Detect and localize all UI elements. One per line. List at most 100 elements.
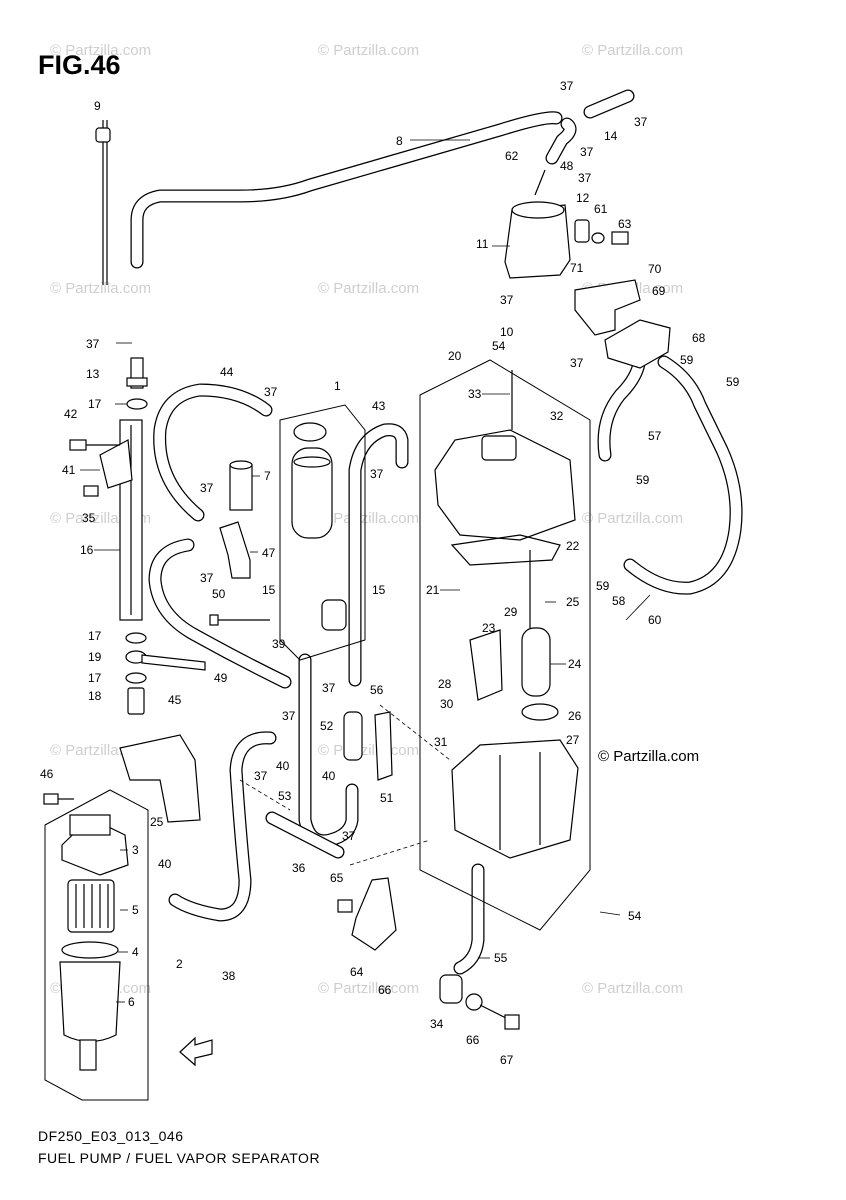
callout-24: 24 <box>568 657 582 671</box>
pump-24 <box>521 550 551 697</box>
hose-57 <box>597 348 647 462</box>
callout-37: 37 <box>560 79 574 93</box>
callout-32: 32 <box>550 409 564 423</box>
watermark: © Partzilla.com <box>582 980 684 997</box>
callout-37: 37 <box>578 171 592 185</box>
float-chamber-body <box>451 739 579 859</box>
watermark: © Partzilla.com <box>318 742 420 759</box>
bracket-16 <box>99 419 143 621</box>
callout-10: 10 <box>500 325 514 339</box>
cable-tie-9 <box>95 120 111 285</box>
callout-63: 63 <box>618 217 632 231</box>
callout-37: 37 <box>500 293 514 307</box>
callout-9: 9 <box>94 99 101 113</box>
callout-68: 68 <box>692 331 706 345</box>
callout-62: 62 <box>505 149 519 163</box>
callout-59: 59 <box>636 473 650 487</box>
callout-8: 8 <box>396 134 403 148</box>
callout-44: 44 <box>220 365 234 379</box>
callout-11: 11 <box>476 237 489 251</box>
hose-43 <box>348 423 409 687</box>
callout-37: 37 <box>370 467 384 481</box>
callout-15: 15 <box>372 583 386 597</box>
hose-49 <box>148 538 292 689</box>
watermark: © Partzilla.com <box>318 280 420 297</box>
callout-37: 37 <box>580 145 594 159</box>
diagram-caption: FUEL PUMP / FUEL VAPOR SEPARATOR <box>38 1150 321 1166</box>
callout-37: 37 <box>264 385 278 399</box>
diagram-code: DF250_E03_013_046 <box>38 1128 184 1144</box>
hose-55 <box>453 863 485 975</box>
callout-53: 53 <box>278 789 292 803</box>
hose-53 <box>298 653 359 848</box>
callout-38: 38 <box>222 969 236 983</box>
callout-56: 56 <box>370 683 384 697</box>
callout-51: 51 <box>380 791 394 805</box>
callout-46: 46 <box>40 767 54 781</box>
callout-29: 29 <box>504 605 518 619</box>
watermark: © Partzilla.com <box>582 42 684 59</box>
hose-8 <box>130 111 563 269</box>
callout-69: 69 <box>652 284 666 298</box>
callout-70: 70 <box>648 262 662 276</box>
callout-55: 55 <box>494 951 508 965</box>
filter-23 <box>469 629 503 701</box>
callout-25: 25 <box>566 595 580 609</box>
bolt-46 <box>43 793 74 805</box>
callout-labels: 9 8 37 37 37 14 48 62 37 12 61 63 11 71 … <box>40 79 740 1067</box>
bracket-69 <box>574 279 641 336</box>
callout-42: 42 <box>64 407 78 421</box>
callout-3: 3 <box>132 843 139 857</box>
callout-37: 37 <box>282 709 296 723</box>
callout-25: 25 <box>150 815 164 829</box>
callout-17: 17 <box>88 629 102 643</box>
valve-68 <box>604 319 671 369</box>
callout-67: 67 <box>500 1053 514 1067</box>
bracket-64 <box>351 877 397 951</box>
callout-37: 37 <box>254 769 268 783</box>
hose-60 <box>623 355 743 595</box>
callout-59: 59 <box>726 375 740 389</box>
callout-7: 7 <box>264 469 271 483</box>
bolt-39 <box>209 614 270 626</box>
grommet-34 <box>439 974 463 1004</box>
callout-59: 59 <box>680 353 694 367</box>
filter-head-3 <box>61 814 129 876</box>
callout-15: 15 <box>262 583 276 597</box>
callout-40: 40 <box>276 759 290 773</box>
callout-39: 39 <box>272 637 286 651</box>
elbow-47-50 <box>219 521 251 579</box>
callout-13: 13 <box>86 367 100 381</box>
figure-title: FIG.46 <box>38 50 121 80</box>
callout-52: 52 <box>320 719 334 733</box>
callout-35: 35 <box>82 511 96 525</box>
callout-54: 54 <box>628 909 642 923</box>
bolt-41-42 <box>69 439 120 497</box>
watermark: © Partzilla.com <box>50 280 152 297</box>
callout-16: 16 <box>80 543 94 557</box>
callout-18: 18 <box>88 689 102 703</box>
callout-1: 1 <box>334 379 341 393</box>
callout-6: 6 <box>128 995 135 1009</box>
hose-48 <box>545 117 577 165</box>
hose-38 <box>168 731 277 922</box>
callout-49: 49 <box>214 671 228 685</box>
callout-48: 48 <box>560 159 574 173</box>
watermark: © Partzilla.com <box>50 42 152 59</box>
watermark: © Partzilla.com <box>582 510 684 527</box>
callout-26: 26 <box>568 709 582 723</box>
copyright-text: © Partzilla.com <box>598 748 700 765</box>
callout-20: 20 <box>448 349 462 363</box>
callout-19: 19 <box>88 650 102 664</box>
callout-17: 17 <box>88 397 102 411</box>
callout-17: 17 <box>88 671 102 685</box>
filter-element-5 <box>67 879 115 933</box>
hose-44 <box>153 383 273 522</box>
callout-58: 58 <box>612 594 626 608</box>
callout-37: 37 <box>200 571 214 585</box>
fuel-filter-frame <box>44 789 149 1101</box>
callout-60: 60 <box>648 613 662 627</box>
callout-37: 37 <box>86 337 100 351</box>
filter-cup-6 <box>59 961 121 1071</box>
